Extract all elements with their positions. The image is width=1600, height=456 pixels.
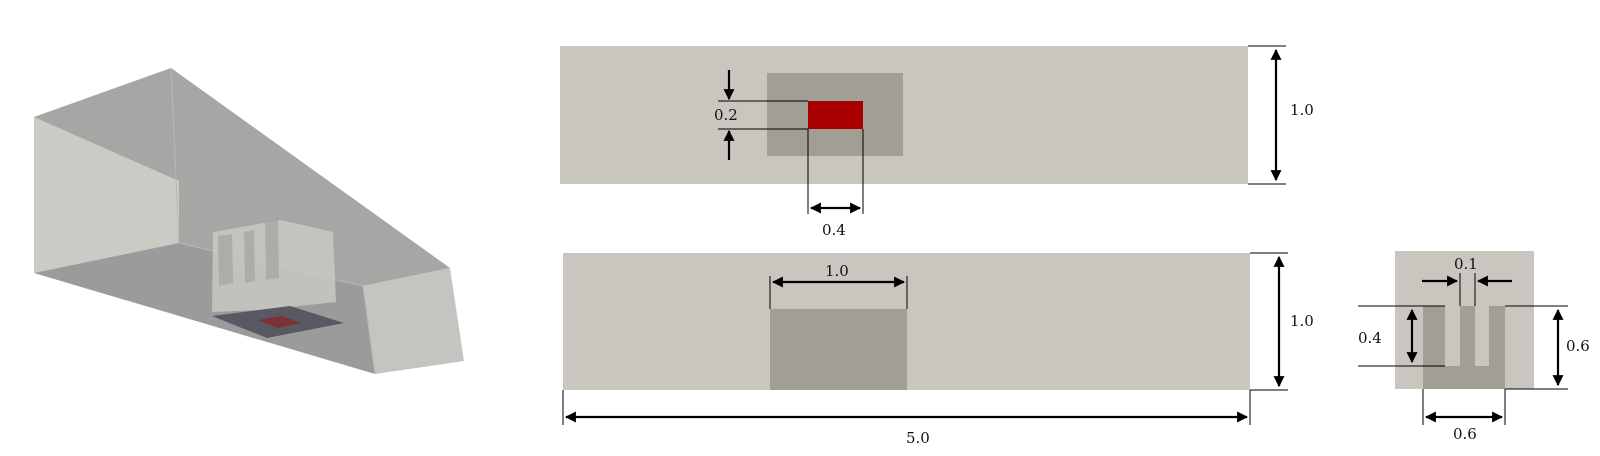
iso-fork-prong [218,234,233,286]
source-height-label: 0.2 [714,106,738,124]
top-height-label: 1.0 [1290,101,1314,119]
side-solid-block [770,309,907,390]
iso-edge [170,67,180,244]
top-view: 1.0 0.2 0.4 [560,45,1314,239]
slot-width-label: 0.1 [1454,255,1478,273]
top-heat-source [808,101,863,129]
top-domain [560,46,1248,184]
end-fork-solid [1423,306,1505,389]
block-width-label: 1.0 [825,262,849,280]
end-width-label: 0.6 [1453,425,1477,443]
iso-end-face [363,268,464,374]
slot-depth-label: 0.4 [1358,329,1382,347]
iso-plate [212,306,344,338]
iso-fork-prong [265,219,279,280]
isometric-view [34,67,464,375]
iso-source [258,316,301,328]
length-label: 5.0 [906,429,930,447]
side-height-label: 1.0 [1290,312,1314,330]
source-width-label: 0.4 [822,221,846,239]
side-view: 1.0 1.0 5.0 [562,252,1314,447]
end-view: 0.1 0.4 0.6 0.6 [1358,251,1590,443]
iso-fork-prong [244,230,255,283]
iso-edge [362,285,376,375]
iso-left-face [34,117,179,273]
end-height-label: 0.6 [1566,337,1590,355]
